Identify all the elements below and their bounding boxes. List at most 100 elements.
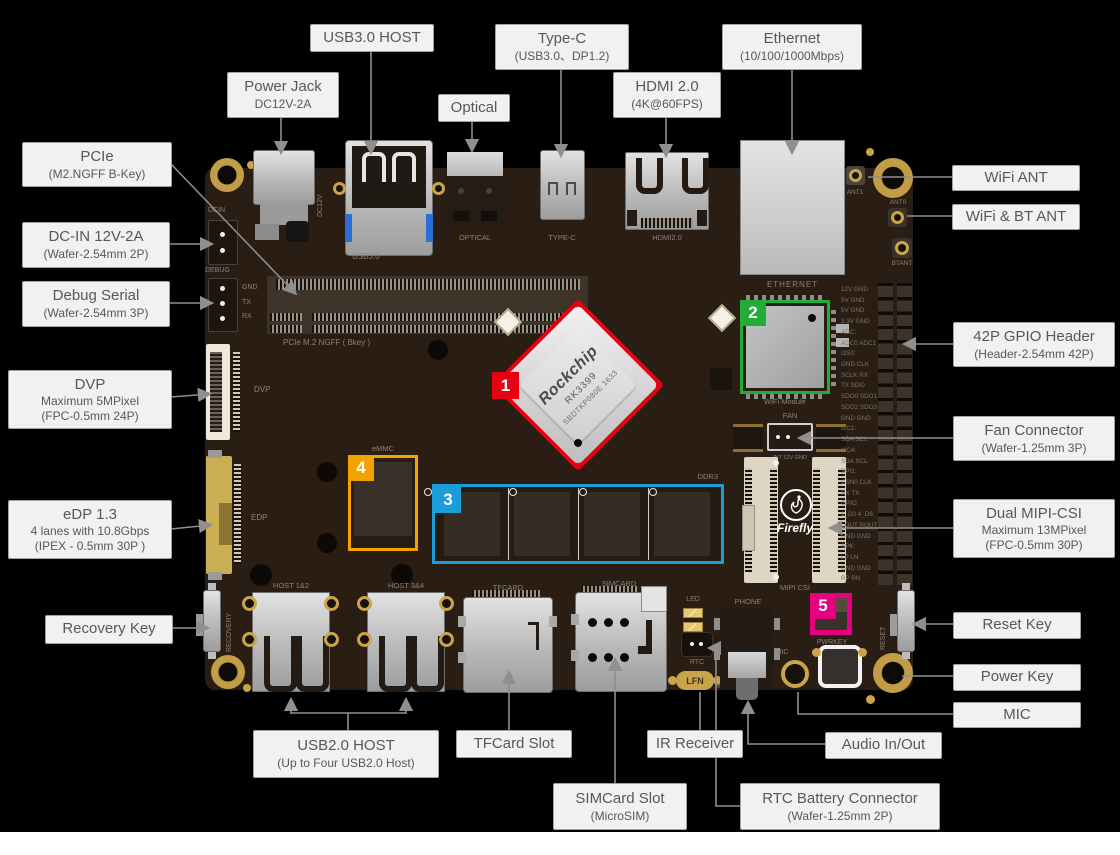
callout-edp: eDP 1.3 4 lanes with 10.8Gbps (IPEX - 0.… (8, 500, 172, 559)
pin-dot (776, 435, 780, 439)
slot-tab (571, 614, 579, 625)
gpio-pin-label: SDA SCL (841, 436, 868, 444)
led-icon (683, 608, 703, 618)
callout-mipi-sub: Maximum 13MPixel (981, 523, 1087, 538)
silk-mipi-csi: MIPI CSI (779, 583, 810, 592)
pin1-mark (773, 460, 779, 466)
pin-dot (220, 316, 225, 321)
callout-dcin-sub: (Wafer-2.54mm 2P) (43, 247, 149, 262)
wifi-module-highlight-box (740, 300, 830, 394)
gold-pad-icon (668, 676, 677, 685)
wifi-pads (746, 394, 824, 399)
power-key-button (818, 645, 862, 688)
via-hole (391, 564, 413, 586)
marker-2: 2 (740, 300, 766, 326)
callout-usb3-host-title: USB3.0 HOST (323, 28, 421, 46)
gpio-pin-label: 3.3V GND (841, 318, 870, 326)
optical-notch (453, 211, 469, 221)
pin1-mark (649, 488, 657, 496)
callout-debug: Debug Serial (Wafer-2.54mm 3P) (22, 281, 170, 327)
gpio-pin-label: GND GND (841, 414, 871, 422)
callout-optical: Optical (438, 94, 510, 122)
gpio-pin-label: 12V GND (841, 286, 868, 293)
slot-tab (549, 616, 557, 627)
gpio-pin-label: GND CLK (841, 361, 869, 369)
usb2-port (411, 636, 444, 692)
sim-notch (638, 646, 646, 654)
recovery-switch (203, 590, 221, 652)
callout-mipi: Dual MIPI-CSI Maximum 13MPixel (FPC-0.5m… (953, 499, 1115, 558)
btant-ring-icon (895, 241, 909, 255)
typec-pin (566, 182, 576, 195)
silk-ethernet: ETHERNET (766, 280, 819, 289)
gpio-pin-label: RP RN (841, 575, 861, 583)
jack-pad (772, 618, 780, 630)
callout-edp-sub2: (IPEX - 0.5mm 30P ) (34, 538, 146, 553)
pin1-mark (509, 488, 517, 496)
gpio-pin-label: TX SDI0 (841, 382, 865, 390)
firefly-logo-text: Firefly (776, 521, 813, 535)
slot-tab (458, 616, 466, 627)
gpio-pin-label: SPK: (841, 543, 856, 551)
silk-debug-label: DEBUG (205, 267, 230, 274)
silk-optical: OPTICAL (458, 233, 492, 242)
marker-5: 5 (810, 593, 836, 619)
gpio-pin-label: ADC: (841, 328, 857, 336)
sim-dot (620, 618, 629, 627)
wifi-pads (831, 308, 836, 386)
silk-host12: HOST 1&2 (272, 581, 310, 590)
gpio-pin-label: SDA SCL (841, 457, 868, 465)
edp-pad (208, 572, 222, 580)
mipi-comb (813, 468, 820, 572)
gpio-header-col1 (878, 283, 893, 585)
jack-pad (714, 618, 722, 630)
via-hole (317, 533, 337, 553)
optical-notch (481, 211, 497, 221)
screw-hole-icon (210, 158, 244, 192)
callout-usb3-host: USB3.0 HOST (310, 24, 434, 52)
callout-recovery: Recovery Key (45, 615, 173, 644)
typec-pin (548, 182, 558, 195)
marker-1: 1 (492, 372, 519, 399)
gpio-header-col2 (897, 283, 912, 585)
pin-dot (690, 642, 694, 646)
usb3-blue-tab (345, 214, 352, 242)
silk-typec: TYPE-C (548, 233, 576, 242)
silk-emmc: eMMC (371, 444, 395, 453)
smd-part (836, 324, 849, 333)
callout-type-c-title: Type-C (537, 30, 587, 48)
mic-component (781, 660, 809, 688)
emmc-highlight-box (348, 455, 418, 551)
callout-pcie: PCIe (M2.NGFF B-Key) (22, 142, 172, 187)
pin-dot (786, 435, 790, 439)
wifi-pads (746, 295, 824, 300)
silk-fan-pins: INT 12V GND (773, 455, 807, 461)
callout-recovery-title: Recovery Key (62, 620, 156, 638)
audio-jack-collar (728, 652, 766, 678)
pin1-mark (773, 574, 779, 580)
power-jack-connector (253, 150, 315, 205)
silk-dc12v: DC12V (317, 194, 324, 217)
m2-pin-comb (270, 325, 302, 333)
callout-mic: MIC (953, 702, 1081, 728)
callout-debug-title: Debug Serial (52, 287, 140, 305)
m2-pin-comb (270, 313, 302, 321)
callout-power-jack-sub: DC12V-2A (254, 97, 312, 112)
screw-hole-icon (873, 653, 913, 693)
callout-usb2-title: USB2.0 HOST (297, 737, 395, 755)
callout-pcie-title: PCIe (80, 147, 114, 165)
callout-pcie-sub: (M2.NGFF B-Key) (48, 166, 146, 181)
ddr3-divider (648, 488, 649, 560)
callout-power-key-title: Power Key (980, 668, 1054, 686)
callout-edp-title: eDP 1.3 (63, 505, 117, 523)
callout-type-c: Type-C (USB3.0、DP1.2) (495, 24, 629, 70)
smd-chip (710, 368, 732, 390)
slot-tab (571, 650, 579, 661)
tfcard-teeth (472, 590, 540, 599)
jack-pad (772, 648, 780, 660)
m2-pin-comb (312, 325, 580, 333)
edp-comb (234, 464, 241, 564)
reset-switch (897, 590, 915, 652)
solder-ear-icon (439, 632, 454, 647)
fan-connector (767, 423, 813, 451)
